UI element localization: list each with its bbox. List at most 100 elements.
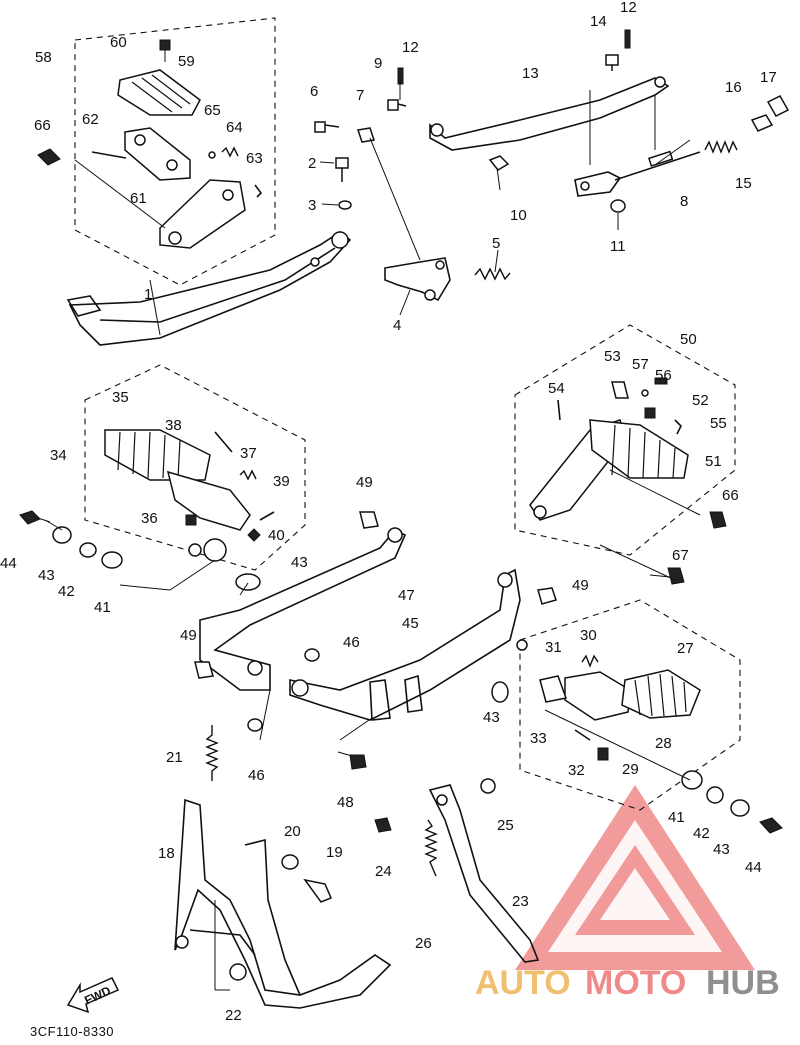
- callout-27: 27: [677, 640, 694, 657]
- watermark-auto: AUTO: [475, 964, 571, 1002]
- nut-10: [488, 155, 510, 171]
- callout-9: 9: [374, 55, 382, 72]
- brake-rod: [574, 150, 701, 197]
- callout-56: 56: [655, 367, 672, 384]
- callout-18: 18: [158, 845, 175, 862]
- callout-43d: 43: [713, 841, 730, 858]
- callout-47: 47: [398, 587, 415, 604]
- callout-31: 31: [545, 639, 562, 656]
- callout-66a: 66: [34, 117, 51, 134]
- diagram-code: 3CF110-8330: [30, 1024, 115, 1039]
- bolt-19: [303, 878, 332, 903]
- callout-43c: 43: [483, 709, 500, 726]
- callout-34: 34: [50, 447, 67, 464]
- side-stand: [428, 784, 540, 963]
- leader-lines: [44, 78, 701, 991]
- callout-48: 48: [337, 794, 354, 811]
- bolt-24: [374, 817, 392, 833]
- callout-63: 63: [246, 150, 263, 167]
- pin-17: [766, 95, 790, 117]
- callout-49b: 49: [572, 577, 589, 594]
- callout-53: 53: [604, 348, 621, 365]
- callout-22: 22: [225, 1007, 242, 1024]
- callout-13: 13: [522, 65, 539, 82]
- nut-46a: [304, 648, 320, 662]
- cotter-pin-12b: [624, 29, 631, 49]
- cotter-pin-12a: [397, 67, 404, 85]
- fwd-label: FWD: [82, 983, 113, 1007]
- callout-15: 15: [735, 175, 752, 192]
- callout-25: 25: [497, 817, 514, 834]
- callout-38: 38: [165, 417, 182, 434]
- callout-60: 60: [110, 34, 127, 51]
- callout-42b: 42: [693, 825, 710, 842]
- callout-4: 4: [393, 317, 401, 334]
- adjust-nut: [750, 114, 774, 132]
- callout-16: 16: [725, 79, 742, 96]
- washer-20: [281, 854, 299, 870]
- washer-43b: [491, 681, 509, 703]
- bolt-48: [337, 751, 367, 770]
- callout-10: 10: [510, 207, 527, 224]
- nut-22: [229, 963, 247, 981]
- callout-36: 36: [141, 510, 158, 527]
- footrest-bar-47: [199, 527, 407, 691]
- callout-17: 17: [760, 69, 777, 86]
- callout-33: 33: [530, 730, 547, 747]
- callout-6: 6: [310, 83, 318, 100]
- nut-49c: [194, 661, 214, 679]
- callout-39: 39: [273, 473, 290, 490]
- callout-43a: 43: [291, 554, 308, 571]
- rod-spring: [704, 140, 738, 154]
- callout-labels: 1 2 3 4 5 6 7 8 9 10 11 12 13 14 12 15 1…: [0, 0, 777, 1024]
- callout-55: 55: [710, 415, 727, 432]
- watermark-moto: MOTO: [585, 964, 686, 1002]
- callout-23: 23: [512, 893, 529, 910]
- callout-45: 45: [402, 615, 419, 632]
- callout-2: 2: [308, 155, 316, 172]
- group-34-box: [84, 364, 306, 571]
- callout-58: 58: [35, 49, 52, 66]
- callout-41a: 41: [94, 599, 111, 616]
- callout-46b: 46: [248, 767, 265, 784]
- callout-35: 35: [112, 389, 129, 406]
- nut-49a: [359, 511, 379, 529]
- bolt-14: [605, 54, 619, 71]
- callout-32: 32: [568, 762, 585, 779]
- washer-3: [338, 200, 352, 210]
- return-spring-5: [474, 267, 511, 281]
- main-stand: [174, 798, 392, 1009]
- bolt-6: [314, 121, 340, 133]
- callout-14: 14: [590, 13, 607, 30]
- side-stand-spring-26: [424, 819, 438, 877]
- group-50-box: [514, 324, 736, 556]
- callout-44b: 44: [745, 859, 762, 876]
- callout-44a: 44: [0, 555, 17, 572]
- callout-40: 40: [268, 527, 285, 544]
- callout-50: 50: [680, 331, 697, 348]
- brake-rod-arm: [429, 76, 670, 151]
- callout-52: 52: [692, 392, 709, 409]
- callout-65: 65: [204, 102, 221, 119]
- callout-8: 8: [680, 193, 688, 210]
- callout-67: 67: [672, 547, 689, 564]
- callout-20: 20: [284, 823, 301, 840]
- callout-61: 61: [130, 190, 147, 207]
- group-27-parts: [516, 639, 783, 834]
- callout-21: 21: [166, 749, 183, 766]
- group-58-parts: [37, 39, 263, 249]
- pin-9: [387, 99, 407, 111]
- callout-1: 1: [144, 286, 152, 303]
- callout-12a: 12: [402, 39, 419, 56]
- bolt-2: [335, 157, 349, 182]
- callout-12b: 12: [620, 0, 637, 16]
- nut-46b: [247, 718, 263, 732]
- group-34-parts: [19, 429, 275, 591]
- callout-5: 5: [492, 235, 500, 252]
- callout-28: 28: [655, 735, 672, 752]
- callout-29: 29: [622, 761, 639, 778]
- brake-shaft: [384, 257, 451, 302]
- fwd-arrow: [66, 977, 120, 1014]
- footrest-bar-45: [289, 568, 521, 721]
